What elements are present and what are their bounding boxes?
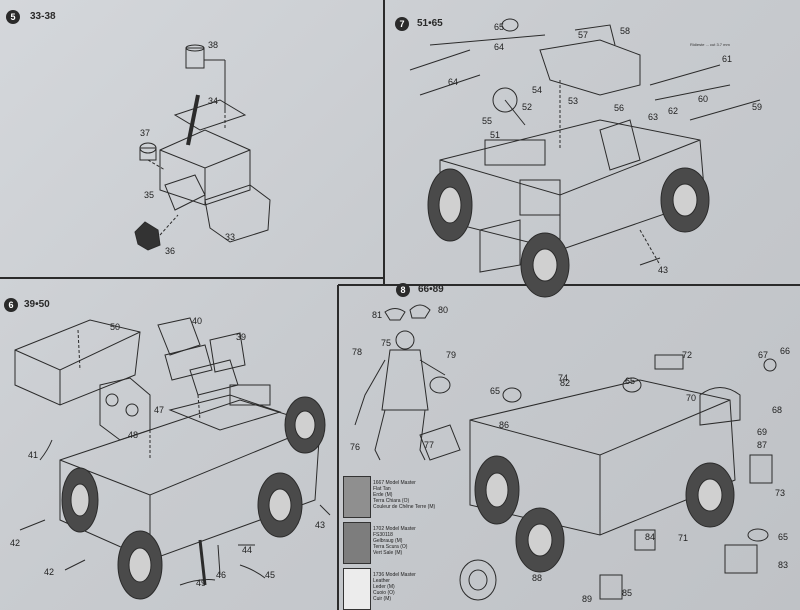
paint-legend-1: 1667 Model Master Flat Tan Erde (M) Terr… [373, 480, 435, 510]
part-label: 68 [772, 405, 783, 415]
step7-drawing [409, 18, 761, 298]
part-label: 77 [424, 440, 435, 450]
part-label: 39 [236, 332, 247, 342]
part-label: 37 [140, 128, 151, 138]
part-label: 34 [208, 96, 219, 106]
part-label: 89 [582, 594, 593, 604]
part-label: 64 [448, 77, 459, 87]
part-label: 44 [242, 545, 253, 555]
part-label: 84 [645, 532, 656, 542]
cut-note: Ridieste ... cut 3.7 mm [690, 42, 730, 47]
part-label: 74 [558, 373, 569, 383]
part-label: 62 [668, 106, 679, 116]
paint-line: Terra Chiara (O) [373, 498, 410, 504]
paint-line: Leather [373, 578, 390, 584]
paint-line: Gelbraug (M) [373, 538, 403, 544]
paint-line: Terra Scura (O) [373, 544, 408, 550]
part-label: 67 [758, 350, 769, 360]
part-label: 65 [625, 376, 636, 386]
part-label: 48 [128, 430, 139, 440]
part-label: 54 [532, 85, 543, 95]
part-label: 51 [490, 130, 501, 140]
part-label: 82 [560, 378, 571, 388]
paint-line: Cuoio (O) [373, 590, 395, 596]
part-label: 88 [532, 573, 543, 583]
paint-swatch-leather [343, 568, 371, 610]
step-6-number: 6 [4, 298, 18, 312]
part-label: 46 [216, 570, 227, 580]
part-label: 60 [698, 94, 709, 104]
step8-drawing [354, 304, 777, 601]
paint-line: Flat Tan [373, 486, 391, 492]
paint-swatch-flat-tan [343, 476, 371, 518]
part-label: 58 [620, 26, 631, 36]
part-label: 36 [165, 246, 176, 256]
part-label: 71 [678, 533, 689, 543]
paint-line: Cuir (M) [373, 596, 392, 602]
part-label: 87 [757, 440, 768, 450]
step5-drawing [134, 44, 271, 251]
paint-line: 1702 Model Master [373, 526, 416, 532]
paint-legend-3: 1736 Model Master Leather Leder (M) Cuoi… [373, 572, 416, 602]
part-label: 53 [568, 96, 579, 106]
part-label: 78 [352, 347, 363, 357]
paint-line: Erde (M) [373, 492, 393, 498]
part-label: 41 [28, 450, 39, 460]
part-label: 43 [658, 265, 669, 275]
part-label: 79 [446, 350, 457, 360]
part-label: 65 [490, 386, 501, 396]
part-label: 76 [350, 442, 361, 452]
part-label: 42 [44, 567, 55, 577]
paint-line: 1736 Model Master [373, 572, 416, 578]
part-label: 64 [494, 42, 505, 52]
part-label: 81 [372, 310, 383, 320]
paint-line: Vert Sale (M) [373, 550, 403, 556]
part-label: 72 [682, 350, 693, 360]
step-6-range: 39•50 [24, 299, 50, 310]
part-label: 56 [614, 103, 625, 113]
part-label: 57 [578, 30, 589, 40]
part-label: 55 [482, 116, 493, 126]
part-label: 43 [315, 520, 326, 530]
paint-line: FS30118 [373, 532, 393, 538]
step-8-range: 66•89 [418, 284, 444, 295]
part-label: 86 [499, 420, 510, 430]
part-label: 52 [522, 102, 533, 112]
part-label: 80 [438, 305, 449, 315]
paint-line: Couleur de Chêne Terre (M) [373, 504, 436, 510]
part-label: 85 [622, 588, 633, 598]
part-label: 63 [648, 112, 659, 122]
step-5-number: 5 [6, 10, 20, 24]
part-label: 50 [110, 322, 121, 332]
part-label: 49 [196, 578, 207, 588]
part-label: 65 [778, 532, 789, 542]
part-label: 61 [722, 54, 733, 64]
part-label: 35 [144, 190, 155, 200]
step-8-number: 8 [396, 283, 410, 297]
part-label: 42 [10, 538, 21, 548]
part-label: 33 [225, 232, 236, 242]
paint-swatch-fs30118 [343, 522, 371, 564]
step-7-number: 7 [395, 17, 409, 31]
part-label: 65 [494, 22, 505, 32]
part-label: 75 [381, 338, 392, 348]
part-label: 73 [775, 488, 786, 498]
part-label: 40 [192, 316, 203, 326]
part-label: 83 [778, 560, 789, 570]
part-label: 70 [686, 393, 697, 403]
step-5-range: 33-38 [30, 11, 56, 22]
paint-line: 1667 Model Master [373, 480, 416, 486]
part-label: 38 [208, 40, 219, 50]
paint-line: Leder (M) [373, 584, 395, 590]
step-7-range: 51•65 [417, 18, 443, 29]
step6-drawing [14, 317, 331, 600]
part-label: 47 [154, 405, 165, 415]
part-label: 45 [265, 570, 276, 580]
part-label: 69 [757, 427, 768, 437]
paint-legend-2: 1702 Model Master FS30118 Gelbraug (M) T… [373, 526, 416, 556]
part-label: 59 [752, 102, 763, 112]
part-label: 66 [780, 346, 791, 356]
